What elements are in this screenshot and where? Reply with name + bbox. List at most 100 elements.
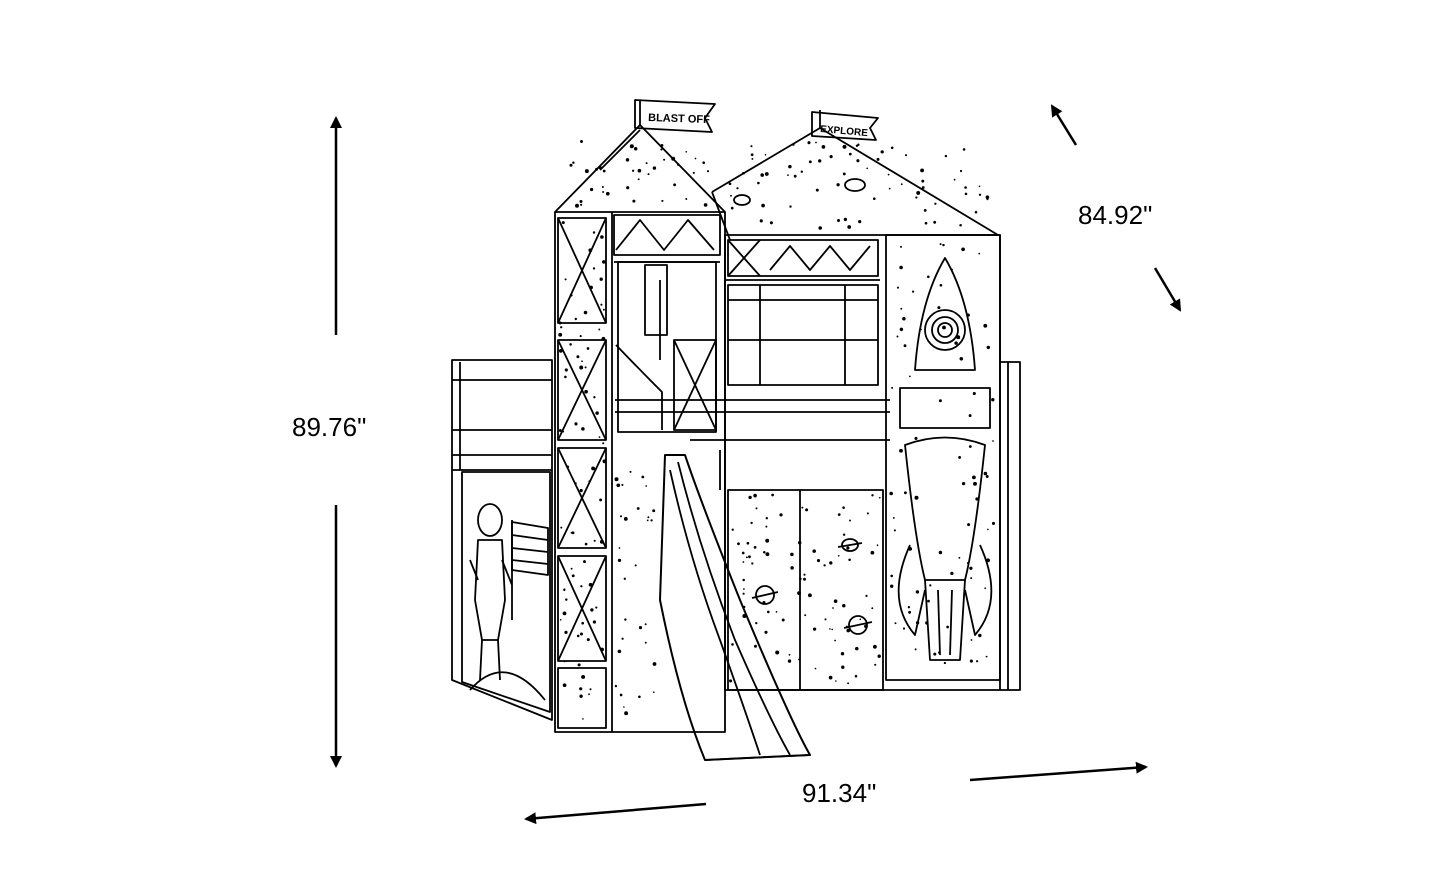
star-speck — [894, 622, 897, 625]
star-speck — [617, 558, 622, 563]
star-speck — [978, 185, 981, 188]
star-speck — [750, 145, 753, 148]
star-speck — [625, 158, 630, 162]
star-speck — [908, 546, 913, 551]
star-speck — [842, 144, 847, 149]
star-speck — [742, 561, 745, 563]
star-speck — [570, 567, 573, 570]
star-speck — [934, 202, 937, 205]
star-speck — [924, 221, 928, 225]
star-speck — [671, 156, 676, 161]
star-speck — [595, 606, 598, 609]
star-speck — [871, 607, 874, 610]
star-speck — [755, 507, 758, 510]
star-speck — [644, 641, 647, 644]
star-speck — [638, 695, 641, 699]
star-speck — [743, 588, 745, 590]
star-speck — [564, 278, 567, 281]
star-speck — [576, 634, 580, 638]
star-speck — [593, 396, 596, 399]
star-speck — [569, 343, 572, 346]
star-speck — [645, 485, 648, 487]
star-speck — [592, 267, 596, 270]
star-speck — [563, 660, 566, 663]
star-speck — [961, 247, 965, 252]
star-speck — [877, 654, 881, 658]
star-speck — [964, 186, 967, 189]
star-speck — [890, 584, 894, 588]
star-speck — [798, 658, 801, 661]
blast-off-flag-text: BLAST OFF — [648, 112, 710, 126]
star-speck — [969, 566, 973, 570]
planet-drawings — [733, 178, 873, 635]
star-speck — [968, 445, 972, 448]
star-speck — [619, 515, 623, 518]
star-speck — [933, 652, 937, 656]
bed-structure — [451, 99, 1021, 761]
star-speck — [599, 539, 604, 544]
star-speck — [595, 411, 599, 415]
star-speck — [764, 630, 768, 634]
star-speck — [580, 585, 583, 588]
star-speck — [797, 541, 802, 545]
star-speck — [914, 495, 919, 500]
star-speck — [593, 539, 596, 542]
star-speck — [570, 531, 573, 534]
star-speck — [842, 533, 846, 536]
right-house-roof — [711, 127, 999, 236]
star-speck — [584, 389, 588, 394]
star-speck — [856, 159, 860, 163]
star-speck — [814, 667, 817, 670]
star-speck — [586, 638, 590, 642]
star-speck — [958, 455, 962, 459]
star-speck — [574, 422, 578, 426]
star-speck — [967, 523, 971, 527]
star-speck — [914, 648, 917, 651]
star-speck — [751, 562, 754, 565]
rocket-drawing — [897, 257, 993, 661]
left-tower — [554, 211, 726, 733]
width-arrow — [524, 761, 1148, 825]
star-speck — [559, 618, 562, 621]
star-speck — [706, 170, 710, 173]
star-speck — [757, 181, 760, 185]
star-speck — [889, 491, 893, 496]
star-speck — [959, 357, 964, 361]
star-speck — [660, 148, 663, 151]
star-speck — [586, 347, 590, 350]
star-speck — [799, 577, 802, 581]
star-speck — [987, 528, 989, 531]
star-speck — [579, 687, 583, 691]
star-speck — [588, 693, 590, 696]
star-speck — [595, 167, 598, 171]
star-speck — [742, 578, 745, 582]
star-speck — [837, 554, 840, 557]
star-speck — [581, 674, 586, 679]
star-speck — [859, 618, 862, 621]
star-speck — [754, 644, 757, 648]
star-speck — [646, 519, 649, 522]
star-speck — [645, 162, 648, 165]
star-speck — [742, 614, 747, 618]
star-speck — [876, 544, 879, 547]
star-speck — [848, 558, 851, 562]
star-speck — [558, 429, 562, 432]
star-speck — [563, 588, 566, 591]
star-speck — [909, 375, 911, 378]
star-speck — [804, 614, 807, 617]
star-speck — [907, 606, 911, 609]
star-speck — [984, 587, 987, 590]
star-speck — [915, 590, 920, 594]
star-speck — [899, 265, 903, 270]
star-speck — [663, 158, 666, 161]
star-speck — [828, 675, 833, 680]
star-speck — [964, 192, 968, 196]
star-speck — [577, 663, 581, 667]
star-speck — [652, 166, 657, 170]
star-speck — [565, 598, 568, 601]
star-speck — [985, 655, 988, 658]
star-speck — [892, 516, 895, 519]
star-speck — [647, 173, 650, 176]
star-speck — [769, 221, 773, 225]
